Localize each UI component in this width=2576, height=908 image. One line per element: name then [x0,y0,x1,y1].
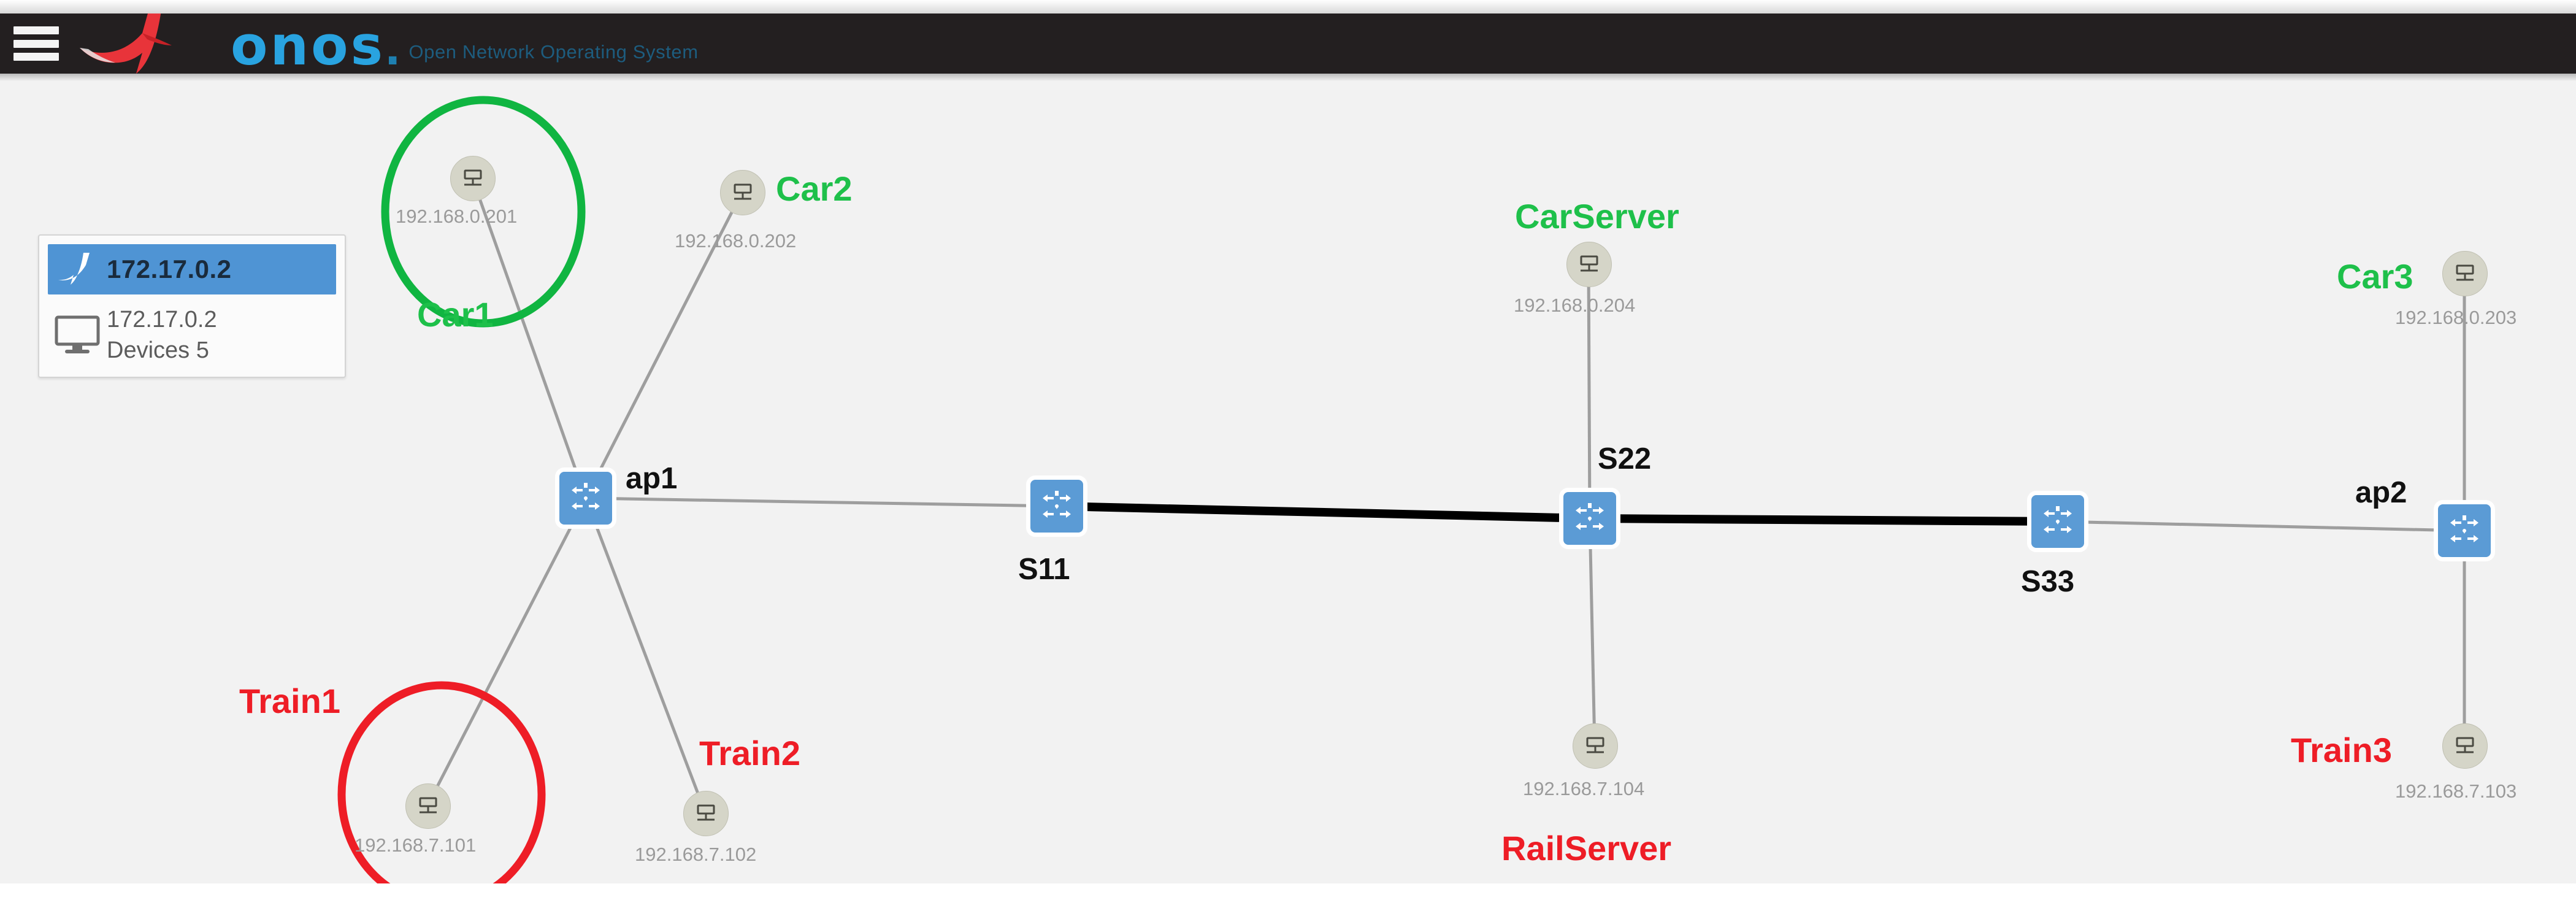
host-icon [2456,737,2474,753]
car1-label: Car1 [417,295,494,334]
summary-row-devices: Devices 5 [107,337,209,364]
switch-icon [2044,506,2072,533]
railserver-label: RailServer [1501,829,1672,868]
switch-icon [1043,491,1071,518]
summary-panel-title: 172.17.0.2 [107,255,232,283]
switch-icon [2450,515,2478,542]
host-ip-train1: 192.168.7.101 [355,834,477,856]
hamburger-bar-2 [13,39,59,48]
host-train1[interactable] [405,783,451,829]
link-car1-ap1[interactable] [470,177,588,499]
host-carserver[interactable] [1566,242,1612,287]
onos-logo[interactable]: onos . Open Network Operating System [75,1,699,77]
topology-links-layer [337,96,2466,883]
train1-highlight [337,681,546,883]
device-ap2[interactable] [2438,504,2491,557]
link-car2-ap1[interactable] [584,191,744,499]
host-train3[interactable] [2442,723,2488,769]
car3-label: Car3 [2337,257,2413,296]
device-s33[interactable] [2031,495,2084,548]
switch-icon [572,483,600,510]
hamburger-bar-1 [13,26,59,34]
hamburger-menu-icon[interactable] [13,26,59,61]
device-label-ap2: ap2 [2355,476,2407,509]
host-icon [697,804,715,821]
onos-tagline: Open Network Operating System [408,41,699,63]
summary-panel-body: 172.17.0.2 Devices 5 [48,294,336,366]
topology-canvas[interactable]: ap1 S11 S22 S33 ap2 192.168.0.201 192.16… [0,81,2576,883]
host-car3[interactable] [2442,251,2488,296]
device-label-s11: S11 [1018,553,1070,586]
summary-row-ip: 172.17.0.2 [107,307,217,333]
car2-label: Car2 [776,169,853,208]
host-railserver[interactable] [1573,723,1618,769]
link-carserver-s22[interactable] [1587,263,1592,519]
host-icon [1586,737,1604,753]
carserver-label: CarServer [1515,197,1679,236]
onos-bird-icon [58,253,90,285]
device-label-ap1: ap1 [626,462,678,495]
host-icon [2456,264,2474,281]
host-ip-car3: 192.168.0.203 [2395,307,2517,328]
onos-logo-dot: . [385,15,401,76]
link-train2-ap1[interactable] [584,498,707,814]
train3-label: Train3 [2291,731,2392,769]
device-ap1[interactable] [559,472,612,525]
device-s11[interactable] [1030,480,1083,533]
masthead: onos . Open Network Operating System [0,1,2576,77]
host-ip-railserver: 192.168.7.104 [1523,778,1645,799]
host-icon [419,797,437,814]
device-s22[interactable] [1563,492,1616,545]
host-ip-car2: 192.168.0.202 [675,230,797,252]
host-train2[interactable] [683,791,729,836]
onos-bird-icon [80,1,172,74]
switch-icon [1576,503,1604,530]
host-icon [464,169,482,186]
link-ap1-s11[interactable] [585,496,1057,508]
host-car1[interactable] [450,156,496,201]
masthead-bottom-bevel [0,74,2576,81]
host-ip-train3: 192.168.7.103 [2395,780,2517,802]
host-ip-train2: 192.168.7.102 [635,844,757,865]
hamburger-bar-3 [13,53,59,61]
train2-label: Train2 [699,734,800,772]
host-car2[interactable] [720,170,765,215]
summary-panel-header: 172.17.0.2 [48,244,336,294]
monitor-icon [55,315,100,354]
link-s22-s33[interactable] [1589,514,2058,526]
link-railserver-s22[interactable] [1588,518,1597,746]
train1-label: Train1 [239,682,340,720]
topology-summary-panel[interactable]: 172.17.0.2 172.17.0.2 Devices 5 [38,234,346,379]
onos-wordmark: onos [231,14,385,77]
device-label-s33: S33 [2021,565,2075,598]
host-icon [1580,255,1598,272]
host-ip-car1: 192.168.0.201 [396,206,518,227]
car1-highlight [381,96,586,328]
link-s33-ap2[interactable] [2057,520,2465,533]
host-icon [734,183,752,200]
link-train1-ap1[interactable] [426,497,588,807]
host-ip-carserver: 192.168.0.204 [1514,294,1636,316]
link-s11-s22[interactable] [1056,502,1590,523]
device-label-s22: S22 [1598,442,1652,475]
masthead-top-bevel [0,0,2576,13]
